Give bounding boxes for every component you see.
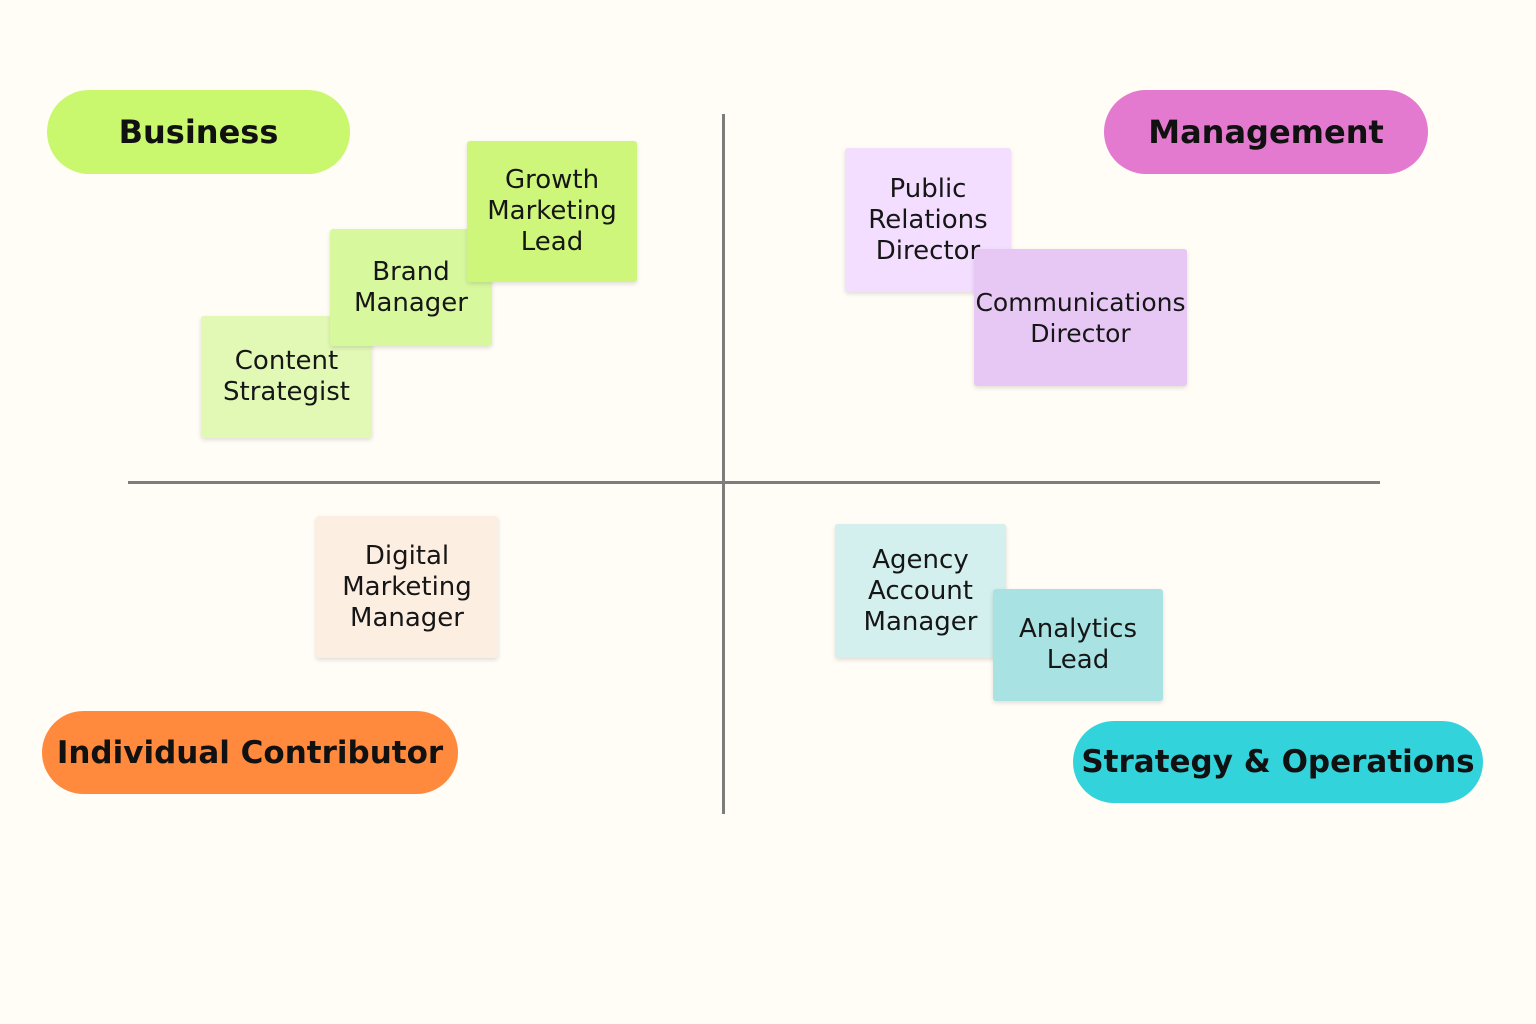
label-strategy-operations: Strategy & Operations <box>1073 721 1483 803</box>
horizontal-axis <box>128 481 1380 484</box>
note-digital-marketing-manager[interactable]: Digital Marketing Manager <box>316 516 498 658</box>
note-growth-marketing-lead[interactable]: Growth Marketing Lead <box>467 141 637 282</box>
label-individual-contributor: Individual Contributor <box>42 711 458 794</box>
note-communications-director[interactable]: Communications Director <box>974 249 1187 386</box>
note-public-relations-director[interactable]: Public Relations Director <box>845 148 1011 292</box>
label-management: Management <box>1104 90 1428 174</box>
note-brand-manager[interactable]: Brand Manager <box>330 229 492 346</box>
label-business: Business <box>47 90 350 174</box>
note-analytics-lead[interactable]: Analytics Lead <box>993 589 1163 701</box>
vertical-axis <box>722 114 725 814</box>
note-agency-account-manager[interactable]: Agency Account Manager <box>835 524 1006 658</box>
